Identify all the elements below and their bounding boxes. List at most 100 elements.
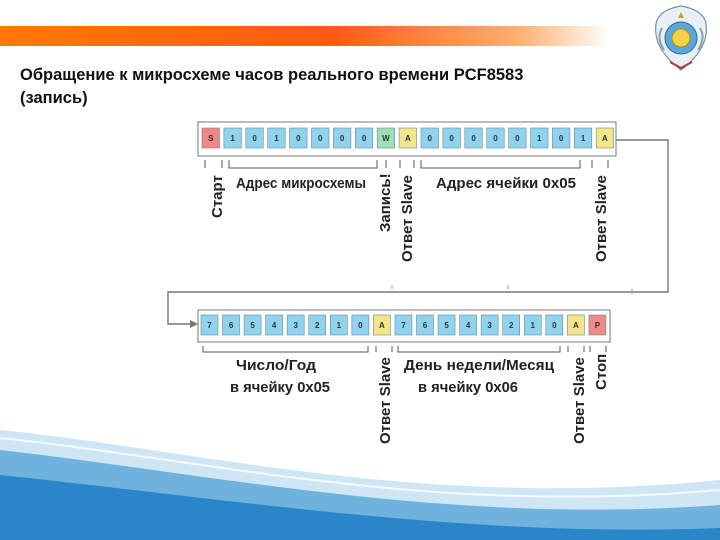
cell-value: 4 [272, 321, 277, 330]
cell-value: 0 [559, 134, 564, 143]
cell-box [201, 127, 220, 149]
row2-cell-bit: 4 [459, 314, 477, 336]
row1-cell-w: W [376, 127, 396, 149]
label-slave-ack-2: Ответ Slave [593, 175, 610, 262]
cell-box [459, 314, 477, 336]
row2-cell-bit: 2 [308, 314, 327, 336]
row2-cell-bit: 3 [286, 314, 305, 336]
cell-value: 5 [250, 321, 255, 330]
row1-cell-bit: 0 [486, 127, 505, 149]
cell-value: 0 [493, 134, 498, 143]
cell-value: 1 [581, 134, 586, 143]
row2-cell-bit: 1 [329, 314, 348, 336]
cell-value: 0 [449, 134, 454, 143]
cell-box [245, 127, 264, 149]
cell-value: 0 [552, 321, 557, 330]
cell-box [442, 127, 461, 149]
cell-box [286, 314, 305, 336]
row2-cell-bit: 6 [416, 314, 434, 336]
cell-box [311, 127, 330, 149]
cell-value: 0 [252, 134, 257, 143]
cell-value: A [405, 134, 411, 143]
slide-title-line1: Обращение к микросхеме часов реального в… [20, 66, 524, 84]
row2-cell-bit: 0 [545, 314, 564, 336]
row2-brackets [202, 346, 607, 353]
cell-box [376, 127, 396, 149]
row1-cell-bit: 0 [311, 127, 330, 149]
cell-value: 2 [315, 321, 320, 330]
row2-cell-bit: 3 [480, 314, 499, 336]
cell-box [373, 314, 391, 336]
row2-cell-bit: 6 [222, 314, 240, 336]
row1-cell-bit: 0 [508, 127, 527, 149]
connector-arrowhead-icon [190, 320, 198, 328]
row2-cell-bit: 2 [502, 314, 521, 336]
cell-box [200, 314, 219, 336]
cell-value: 0 [362, 134, 367, 143]
cell-box [265, 314, 283, 336]
cell-value: 1 [230, 134, 235, 143]
cell-box [420, 127, 439, 149]
cell-value: 3 [293, 321, 298, 330]
cell-value: 6 [229, 321, 234, 330]
cell-value: 1 [274, 134, 279, 143]
cell-value: 3 [487, 321, 492, 330]
cell-box [588, 314, 607, 336]
cell-box [567, 314, 585, 336]
row1-cell-bit: 1 [530, 127, 549, 149]
cell-value: 0 [340, 134, 345, 143]
row1-cell-bit: 0 [354, 127, 374, 149]
cell-value: S [208, 134, 214, 143]
label-write: Запись! [377, 173, 394, 232]
slide-title-line2: (запись) [20, 89, 88, 107]
label-year-line1: Число/Год [236, 357, 316, 374]
label-month-line2: в ячейку 0x06 [418, 379, 518, 396]
cell-box [267, 127, 286, 149]
cell-value: A [379, 321, 385, 330]
label-year-line2: в ячейку 0x05 [230, 379, 330, 396]
label-cell-address: Адрес ячейки 0x05 [436, 175, 576, 192]
row1-cell-ack: A [398, 127, 417, 149]
row1-cell-start: S [201, 127, 220, 149]
row1-cell-bit: 1 [573, 127, 593, 149]
cell-box [530, 127, 549, 149]
row2-cell-bit: 1 [523, 314, 542, 336]
cell-value: 6 [423, 321, 428, 330]
cell-value: 7 [401, 321, 406, 330]
row1-cell-bit: 0 [420, 127, 439, 149]
label-slave-ack-1: Ответ Slave [399, 175, 416, 262]
cell-value: A [573, 321, 579, 330]
cell-value: 0 [358, 321, 363, 330]
row2-cell-bit: 7 [200, 314, 219, 336]
slide-title: Обращение к микросхеме часов реального в… [20, 64, 640, 110]
connector-line [167, 139, 669, 325]
cell-value: 0 [318, 134, 323, 143]
cell-value: 5 [444, 321, 449, 330]
cell-box [508, 127, 527, 149]
cell-box [289, 127, 308, 149]
cell-box [523, 314, 542, 336]
row2-cell-bit: 7 [394, 314, 413, 336]
cell-box [333, 127, 352, 149]
cell-value: 0 [428, 134, 433, 143]
cell-box [308, 314, 327, 336]
cell-value: 4 [466, 321, 471, 330]
cell-box [480, 314, 499, 336]
cell-box [552, 127, 571, 149]
row1-cell-bit: 1 [223, 127, 242, 149]
row1-cell-bit: 0 [245, 127, 264, 149]
cell-value: W [382, 134, 390, 143]
row1-cell-bit: 0 [552, 127, 571, 149]
row1-cell-bit: 0 [289, 127, 308, 149]
cell-value: 1 [531, 321, 536, 330]
cell-box [595, 127, 615, 149]
cell-box [416, 314, 434, 336]
cell-box [464, 127, 483, 149]
label-chip-address: Адрес микросхемы [236, 175, 366, 192]
cell-value: A [602, 134, 608, 143]
cell-box [243, 314, 262, 336]
cell-box [351, 314, 370, 336]
